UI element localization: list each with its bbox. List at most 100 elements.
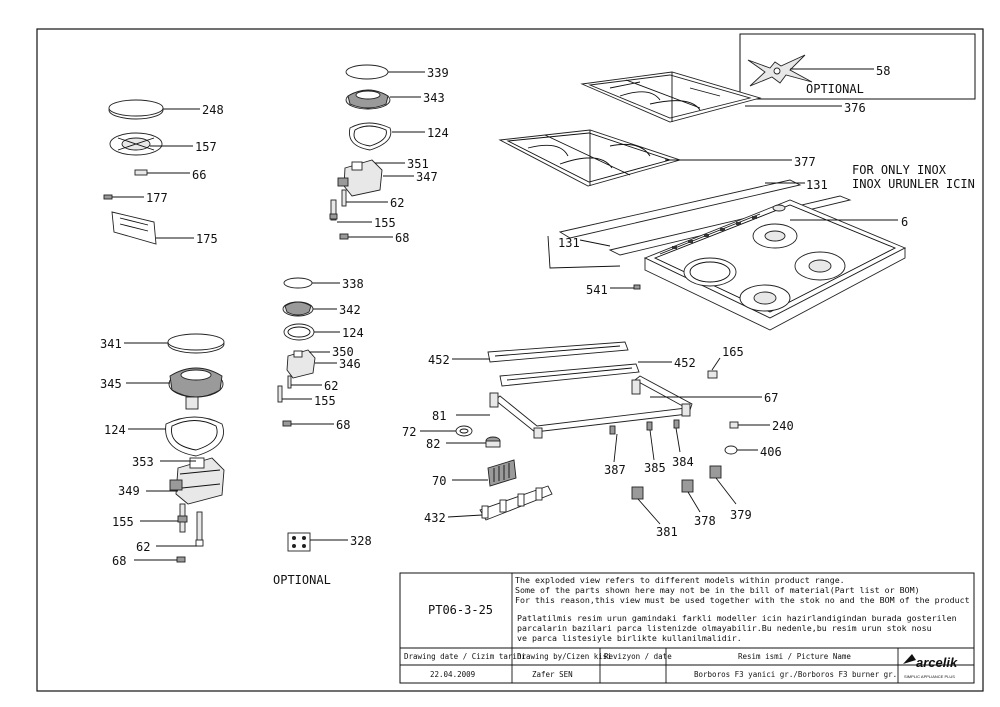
label-68-top: 68 — [395, 231, 409, 245]
label-339: 339 — [427, 66, 449, 80]
part-67-gas-rail — [489, 375, 693, 439]
label-124-bottom: 124 — [104, 423, 126, 437]
part-240-clip — [729, 421, 739, 429]
part-377-grate — [498, 129, 682, 187]
label-67: 67 — [764, 391, 778, 405]
part-248-cap — [108, 99, 164, 120]
part-452-bracket-upper — [487, 341, 629, 363]
label-406: 406 — [760, 445, 782, 459]
part-328-connector — [287, 532, 311, 552]
label-62-middle: 62 — [324, 379, 338, 393]
part-58-cross — [747, 54, 813, 87]
part-541-screw — [633, 284, 641, 290]
label-452-left: 452 — [428, 353, 450, 367]
note-tr-line2: parcalarin bazilari parca listenizde olm… — [517, 623, 932, 633]
label-384: 384 — [672, 455, 694, 469]
part-68-nozzle-middle — [282, 420, 292, 427]
label-376: 376 — [844, 101, 866, 115]
note-en-line3: For this reason,this view must be used t… — [515, 595, 970, 605]
label-131-right: 131 — [806, 178, 828, 192]
label-349: 349 — [118, 484, 140, 498]
label-347: 347 — [416, 170, 438, 184]
part-124-seal-top — [348, 122, 392, 151]
part-339-cap — [345, 64, 389, 80]
label-155-middle: 155 — [314, 394, 336, 408]
part-432-switch-bracket — [479, 485, 553, 521]
part-381-switch — [631, 486, 644, 500]
label-345: 345 — [100, 377, 122, 391]
label-70: 70 — [432, 474, 446, 488]
part-68-nozzle-bottom — [176, 556, 186, 563]
optional-box — [739, 33, 976, 100]
inox-note-line2: INOX URUNLER ICIN — [852, 177, 975, 191]
label-62-top: 62 — [390, 196, 404, 210]
part-62-electrode-bottom — [195, 511, 204, 547]
note-en-line1: The exploded view refers to different mo… — [515, 575, 845, 585]
part-82-bushing — [485, 436, 501, 448]
note-tr-line1: Patlatilmis resim urun gamindaki farkli … — [517, 613, 957, 623]
part-338-cap — [283, 277, 313, 289]
part-346-valve-middle — [286, 349, 316, 379]
part-175-bracket — [111, 211, 157, 245]
drawing-code: PT06-3-25 — [428, 603, 493, 617]
label-6: 6 — [901, 215, 908, 229]
part-68-nozzle-top — [339, 233, 349, 240]
part-342-burner — [282, 301, 314, 317]
brand-tagline: SIMPLIC APPLIANCE PLUS — [904, 674, 955, 679]
drawing-by-value: Zafer SEN — [532, 670, 573, 679]
part-378-switch — [681, 479, 694, 493]
part-452-bracket-lower — [499, 363, 640, 387]
label-343: 343 — [423, 91, 445, 105]
label-62-bottom: 62 — [136, 540, 150, 554]
part-155-thermocouple-middle — [277, 385, 283, 403]
label-351: 351 — [407, 157, 429, 171]
label-124-top: 124 — [427, 126, 449, 140]
part-379-switch — [709, 465, 722, 479]
label-381: 381 — [656, 525, 678, 539]
label-350: 350 — [332, 345, 354, 359]
part-70-ignition-block — [487, 459, 517, 487]
part-62-electrode-middle — [287, 375, 292, 389]
label-328: 328 — [350, 534, 372, 548]
part-157-burner-base — [109, 132, 163, 156]
label-353: 353 — [132, 455, 154, 469]
part-406-washer — [724, 445, 738, 455]
note-en-line2: Some of the parts shown here may not be … — [515, 585, 920, 595]
part-345-burner — [168, 367, 224, 410]
label-81: 81 — [432, 409, 446, 423]
picture-name-value: Borboros F3 yanici gr./Borboros F3 burne… — [694, 670, 897, 679]
part-349-valve-bottom — [169, 457, 225, 505]
part-124-seal-bottom — [165, 416, 224, 457]
label-378: 378 — [694, 514, 716, 528]
drawing-date-value: 22.04.2009 — [430, 670, 475, 679]
label-338: 338 — [342, 277, 364, 291]
label-387: 387 — [604, 463, 626, 477]
label-58: 58 — [876, 64, 890, 78]
part-72-oring — [455, 425, 473, 437]
label-124-middle: 124 — [342, 326, 364, 340]
brand-logo: arcelik SIMPLIC APPLIANCE PLUS — [903, 654, 958, 679]
label-155-top: 155 — [374, 216, 396, 230]
part-347-valve-top — [337, 159, 383, 197]
label-341: 341 — [100, 337, 122, 351]
label-385: 385 — [644, 461, 666, 475]
label-379: 379 — [730, 508, 752, 522]
header-revision: Revizyon / date — [604, 652, 672, 661]
part-165-clip — [707, 370, 718, 379]
optional-label-top: OPTIONAL — [806, 82, 864, 96]
label-66: 66 — [192, 168, 206, 182]
header-drawing-date: Drawing date / Cizim tarihi — [404, 652, 526, 661]
label-342: 342 — [339, 303, 361, 317]
brand-name: arcelik — [916, 655, 958, 670]
label-72: 72 — [402, 425, 416, 439]
header-drawing-by: Drawing by/Cizen kisi — [517, 652, 612, 661]
label-157: 157 — [195, 140, 217, 154]
label-541: 541 — [586, 283, 608, 297]
label-165: 165 — [722, 345, 744, 359]
label-82: 82 — [426, 437, 440, 451]
inox-note-line1: FOR ONLY INOX — [852, 163, 947, 177]
drawing-border — [36, 28, 984, 692]
label-131-left: 131 — [558, 236, 580, 250]
label-432: 432 — [424, 511, 446, 525]
label-68-bottom: 68 — [112, 554, 126, 568]
